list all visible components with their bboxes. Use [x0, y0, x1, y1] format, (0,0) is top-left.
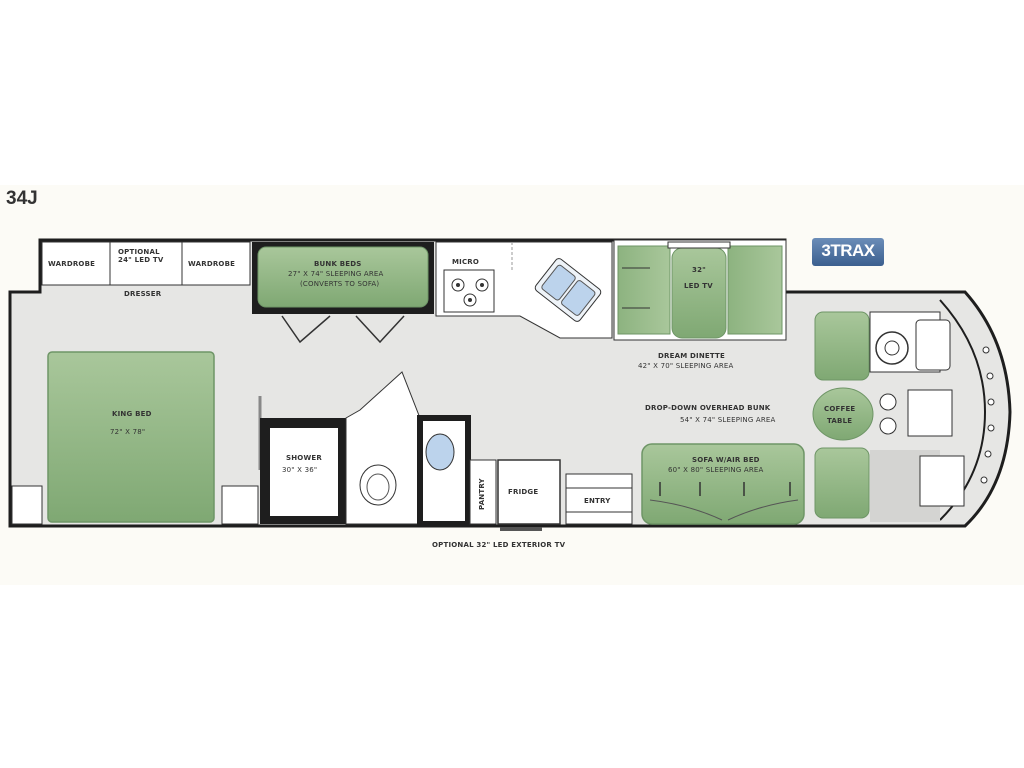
sofa-bed-label: SOFA W/AIR BED	[692, 456, 760, 464]
bunk-beds-note-label: (CONVERTS TO SOFA)	[300, 280, 380, 288]
king-bed-label: KING BED	[112, 410, 152, 418]
stove	[443, 269, 495, 313]
wardrobe-left-label: WARDROBE	[48, 260, 96, 268]
tv-32-label: 32"	[692, 266, 706, 274]
table-label: TABLE	[827, 417, 853, 425]
three-trax-logo: 3TRAX	[812, 238, 884, 266]
king-bed-size-label: 72" X 78"	[110, 428, 146, 436]
tv-32-led-label: LED TV	[684, 282, 713, 290]
pantry	[469, 459, 497, 525]
pantry-label: PANTRY	[478, 478, 486, 510]
dresser-label: DRESSER	[124, 290, 162, 298]
overhead-bunk-size-label: 54" X 74" SLEEPING AREA	[680, 416, 776, 424]
coffee-table	[812, 387, 874, 441]
bunk-beds-size-label: 27" X 74" SLEEPING AREA	[288, 270, 384, 278]
wardrobe-cabinet	[41, 241, 251, 286]
passenger-seat	[814, 447, 870, 519]
fridge	[497, 459, 561, 525]
dream-dinette-label: DREAM DINETTE	[658, 352, 725, 360]
toilet	[359, 464, 397, 506]
coffee-label: COFFEE	[824, 405, 856, 413]
shower-size-label: 30" X 36"	[282, 466, 318, 474]
sofa-air-bed	[641, 443, 805, 525]
model-number: 34J	[6, 188, 38, 209]
bathroom-sink	[425, 433, 455, 471]
kitchen-sink	[534, 258, 602, 322]
optional-tv-label: OPTIONAL	[118, 248, 160, 256]
bunk-beds-label: BUNK BEDS	[314, 260, 362, 268]
driver-seat	[814, 311, 870, 381]
fridge-label: FRIDGE	[508, 488, 539, 496]
optional-tv-size-label: 24" LED TV	[118, 256, 164, 264]
overhead-bunk-label: DROP-DOWN OVERHEAD BUNK	[645, 404, 771, 412]
sofa-bed-size-label: 60" X 80" SLEEPING AREA	[668, 466, 764, 474]
king-bed	[47, 351, 215, 523]
shower-label: SHOWER	[286, 454, 322, 462]
entry-label: ENTRY	[584, 497, 611, 505]
exterior-tv-label: OPTIONAL 32" LED EXTERIOR TV	[432, 541, 566, 549]
steering-wheel	[875, 331, 909, 365]
micro-label: MICRO	[452, 258, 480, 266]
dinette-size-label: 42" X 70" SLEEPING AREA	[638, 362, 734, 370]
wardrobe-right-label: WARDROBE	[188, 260, 236, 268]
entry-steps	[565, 473, 633, 525]
